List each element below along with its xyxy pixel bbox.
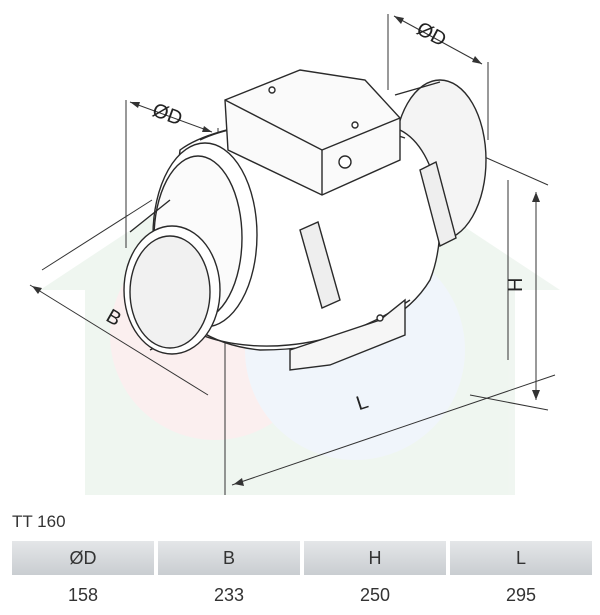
fan-body — [123, 69, 487, 371]
fan-dimension-drawing: ØD ØD B H L — [29, 14, 560, 495]
header-length: L — [450, 541, 592, 575]
dimensions-table: ØD B H L 158 233 250 295 — [8, 541, 596, 615]
value-length: 295 — [505, 584, 537, 605]
model-title: TT 160 — [12, 512, 66, 531]
table-row: 158 233 250 295 — [12, 575, 592, 615]
value-diameter: 158 — [67, 584, 99, 605]
value-height: 250 — [359, 584, 391, 605]
dim-label-height: H — [505, 278, 527, 292]
header-width: B — [158, 541, 300, 575]
header-diameter: ØD — [12, 541, 154, 575]
value-width: 233 — [213, 584, 245, 605]
table-header-row: ØD B H L — [12, 541, 592, 575]
dimension-arrows — [32, 16, 540, 486]
dim-label-diameter-top: ØD — [413, 18, 450, 52]
header-height: H — [304, 541, 446, 575]
dim-label-diameter-left: ØD — [149, 99, 185, 130]
